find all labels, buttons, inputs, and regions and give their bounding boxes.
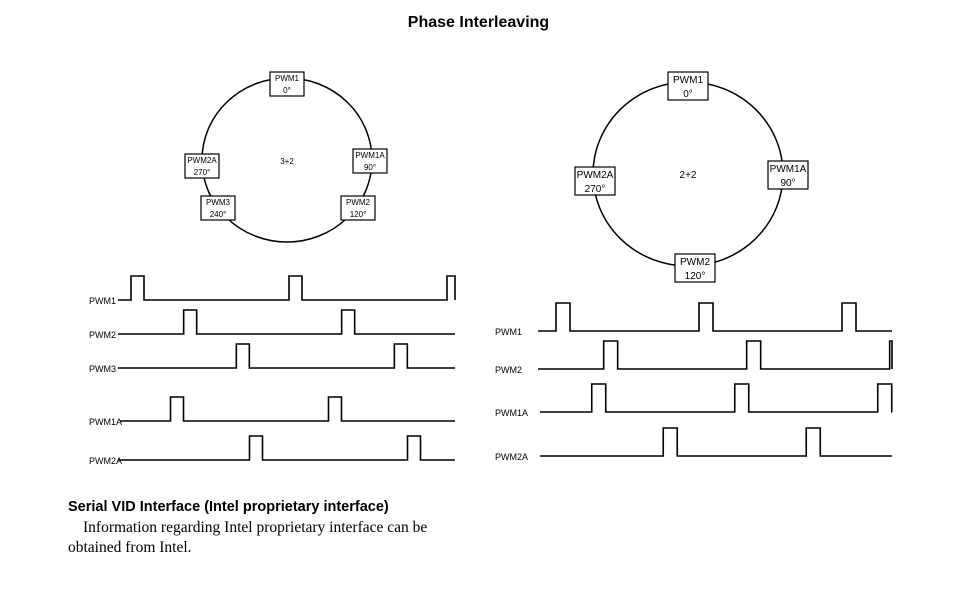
node-angle-label: 120° [685, 271, 706, 282]
right-waveform-pwm2: PWM2 [495, 340, 893, 375]
node-name-label: PWM3 [206, 198, 231, 207]
right-node-pwm1: PWM1 0° [667, 71, 709, 101]
left-waveform-pwm2a: PWM2A [89, 435, 455, 466]
left-phase-circle: 3+2 PWM1 0° PWM1A 90° PWM2 120° PWM3 240° PWM2A 27… [184, 71, 388, 243]
waveform-label: PWM2A [495, 452, 528, 462]
node-name-label: PWM2A [577, 170, 614, 181]
node-angle-label: 90° [364, 163, 376, 172]
node-angle-label: 120° [350, 210, 367, 219]
node-name-label: PWM2 [346, 198, 371, 207]
pulse-train [540, 427, 892, 457]
page-title: Phase Interleaving [407, 14, 550, 31]
left-waveform-pwm3: PWM3 [89, 343, 455, 374]
left-waveform-pwm1a: PWM1A [89, 396, 455, 427]
waveform-label: PWM2 [89, 330, 116, 340]
pulse-train [540, 383, 893, 413]
waveform-label: PWM1 [495, 327, 522, 337]
right-node-pwm2a: PWM2A 270° [574, 166, 616, 196]
right-node-pwm2: PWM2 120° [674, 253, 716, 283]
node-name-label: PWM1 [673, 75, 703, 86]
node-name-label: PWM1A [355, 151, 385, 160]
left-waveform-pwm1: PWM1 [89, 275, 456, 306]
left-center-label: 3+2 [280, 157, 294, 166]
left-node-pwm3: PWM3 240° [200, 195, 236, 221]
node-name-label: PWM1A [770, 164, 807, 175]
node-name-label: PWM2 [680, 257, 710, 268]
node-angle-label: 240° [210, 210, 227, 219]
waveform-label: PWM1A [495, 408, 528, 418]
pulse-train [118, 309, 455, 335]
node-angle-label: 90° [780, 178, 795, 189]
node-angle-label: 0° [683, 89, 693, 100]
node-name-label: PWM1 [275, 74, 300, 83]
section-heading: Serial VID Interface (Intel proprietary … [68, 499, 389, 515]
right-center-label: 2+2 [680, 170, 697, 181]
waveform-label: PWM1A [89, 417, 122, 427]
node-name-label: PWM2A [187, 156, 217, 165]
node-angle-label: 270° [194, 168, 211, 177]
pulse-train [118, 275, 456, 301]
pulse-train [538, 302, 892, 332]
right-waveform-pwm2a: PWM2A [495, 427, 892, 462]
waveform-label: PWM2A [89, 456, 122, 466]
pulse-train [120, 396, 455, 422]
pulse-train [118, 343, 455, 369]
waveform-label: PWM3 [89, 364, 116, 374]
right-phase-circle: 2+2 PWM1 0° PWM1A 90° PWM2 120° PWM2A 270° [574, 71, 809, 283]
waveform-label: PWM2 [495, 365, 522, 375]
left-node-pwm1a: PWM1A 90° [352, 148, 388, 174]
right-waveform-pwm1: PWM1 [495, 302, 892, 337]
waveform-label: PWM1 [89, 296, 116, 306]
left-node-pwm2: PWM2 120° [340, 195, 376, 221]
pulse-train [118, 435, 455, 461]
node-angle-label: 270° [585, 184, 606, 195]
left-waveform-pwm2: PWM2 [89, 309, 455, 340]
node-angle-label: 0° [283, 86, 291, 95]
right-node-pwm1a: PWM1A 90° [767, 160, 809, 190]
right-waveform-pwm1a: PWM1A [495, 383, 893, 418]
left-node-pwm2a: PWM2A 270° [184, 153, 220, 179]
left-node-pwm1: PWM1 0° [269, 71, 305, 97]
section-body: Information regarding Intel proprietary … [68, 519, 428, 556]
pulse-train [538, 340, 893, 370]
